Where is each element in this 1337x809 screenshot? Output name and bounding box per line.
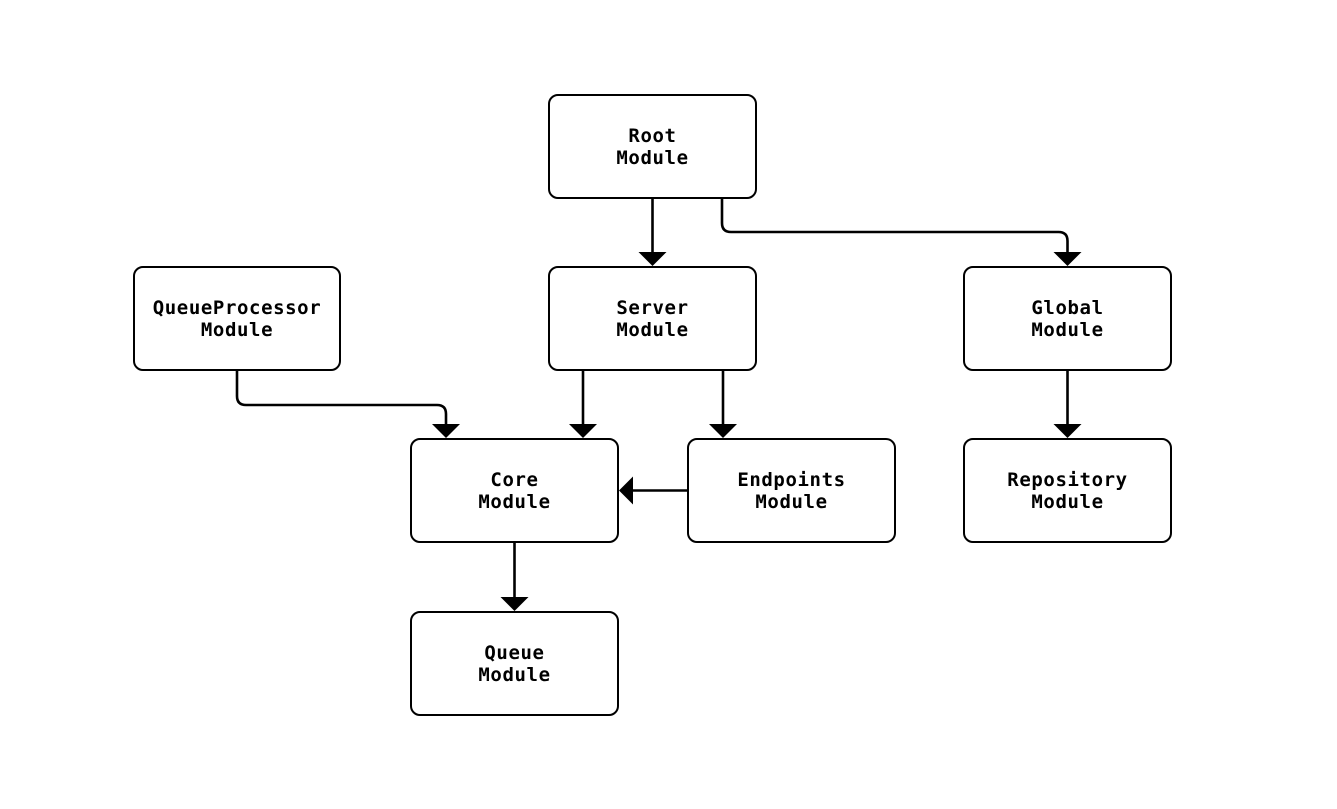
edge-root-to-global bbox=[720, 199, 1069, 252]
module-node-repository: Repository Module bbox=[963, 438, 1172, 543]
arrowhead-icon-queueprocessor-to-core bbox=[432, 424, 460, 438]
module-node-root: Root Module bbox=[548, 94, 757, 199]
arrowhead-icon-server-to-core bbox=[569, 424, 597, 438]
arrowhead-icon-root-to-server bbox=[638, 252, 667, 266]
module-node-global: Global Module bbox=[963, 266, 1172, 371]
module-node-core: Core Module bbox=[410, 438, 619, 543]
module-node-server: Server Module bbox=[548, 266, 757, 371]
module-node-queue: Queue Module bbox=[410, 611, 619, 716]
arrowhead-icon-core-to-queue bbox=[500, 597, 529, 611]
arrowhead-icon-global-to-repository bbox=[1053, 424, 1082, 438]
arrowhead-icon-root-to-global bbox=[1053, 252, 1082, 266]
arrowhead-icon-server-to-endpoints bbox=[709, 424, 737, 438]
edge-queueprocessor-to-core bbox=[235, 371, 448, 424]
arrowhead-icon-endpoints-to-core bbox=[619, 476, 633, 505]
module-node-queueprocessor: QueueProcessor Module bbox=[133, 266, 341, 371]
module-node-endpoints: Endpoints Module bbox=[687, 438, 896, 543]
